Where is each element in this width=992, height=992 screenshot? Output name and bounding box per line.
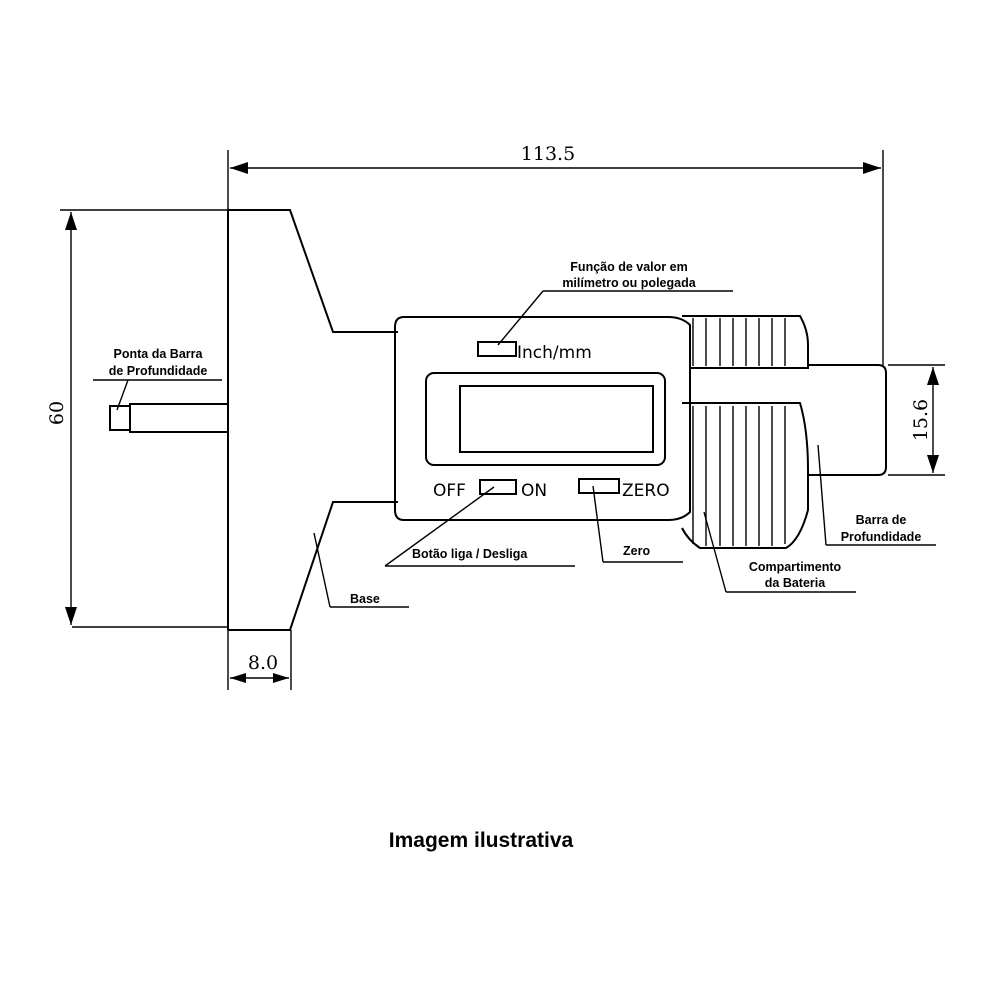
label-depth-rod-line1: Barra de (856, 513, 907, 527)
dimension-total-length: 113.5 (227, 143, 884, 365)
probe-tip (109, 403, 228, 433)
label-depth-rod-line2: Profundidade (841, 530, 922, 544)
label-power-button: Botão liga / Desliga (412, 547, 528, 561)
off-text: OFF (433, 481, 466, 501)
gauge-body (394, 316, 691, 521)
dimension-base-thickness: 8.0 (227, 630, 292, 690)
lcd-display (425, 372, 666, 466)
battery-compartment (681, 315, 809, 549)
label-battery-line2: da Bateria (765, 576, 826, 590)
depth-rod (808, 364, 887, 476)
power-button[interactable] (479, 479, 517, 495)
dimension-rod-diameter-text: 15.6 (910, 399, 932, 441)
on-text: ON (521, 481, 547, 501)
unit-button-text: Inch/mm (517, 343, 592, 363)
dimension-total-length-text: 113.5 (521, 143, 575, 165)
label-probe-tip-line1: Ponta da Barra (114, 347, 204, 361)
unit-button[interactable] (477, 341, 517, 357)
zero-button[interactable] (578, 478, 620, 494)
label-zero-button: Zero (623, 544, 650, 558)
label-probe-tip-line2: de Profundidade (109, 364, 208, 378)
caption: Imagem ilustrativa (389, 829, 574, 852)
callout-leaders (93, 290, 936, 608)
label-battery-line1: Compartimento (749, 560, 842, 574)
label-base: Base (350, 592, 380, 606)
dimension-base-thickness-text: 8.0 (248, 652, 278, 674)
dimension-rod-diameter: 15.6 (888, 364, 945, 476)
gauge-base (227, 209, 398, 631)
label-unit-function-line2: milímetro ou polegada (562, 276, 696, 290)
zero-text: ZERO (622, 481, 670, 501)
dimension-height-text: 60 (46, 401, 68, 425)
label-unit-function-line1: Função de valor em (570, 260, 687, 274)
dimension-height: 60 (46, 209, 228, 628)
